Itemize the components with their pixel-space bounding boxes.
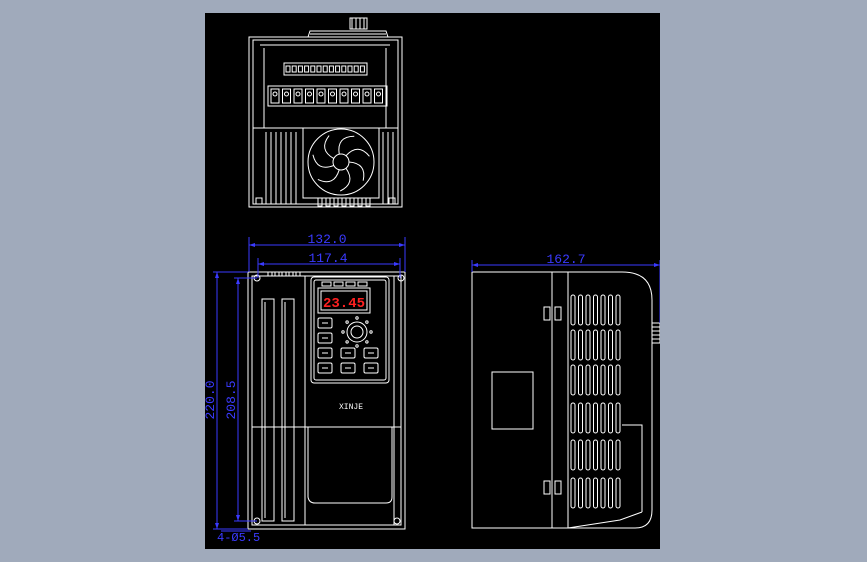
dim-mount-height: 208.5 xyxy=(224,380,239,419)
front-view xyxy=(247,271,406,530)
dim-depth: 162.7 xyxy=(546,252,585,267)
display-readout: 23.45 xyxy=(323,296,365,312)
dimension-lines xyxy=(213,237,661,532)
dimension-arrows xyxy=(215,243,660,529)
dim-total-width: 132.0 xyxy=(307,232,346,247)
dim-total-height: 220.0 xyxy=(205,380,218,419)
side-view xyxy=(471,271,661,529)
top-view xyxy=(248,17,403,208)
brand-logo: XINJE xyxy=(339,403,363,412)
dim-hole-callout: 4-Ø5.5 xyxy=(217,531,260,545)
cad-viewport[interactable]: 23.45 XINJE 132.0 117.4 162.7 220.0 xyxy=(203,13,661,549)
dim-mount-width: 117.4 xyxy=(308,251,347,266)
